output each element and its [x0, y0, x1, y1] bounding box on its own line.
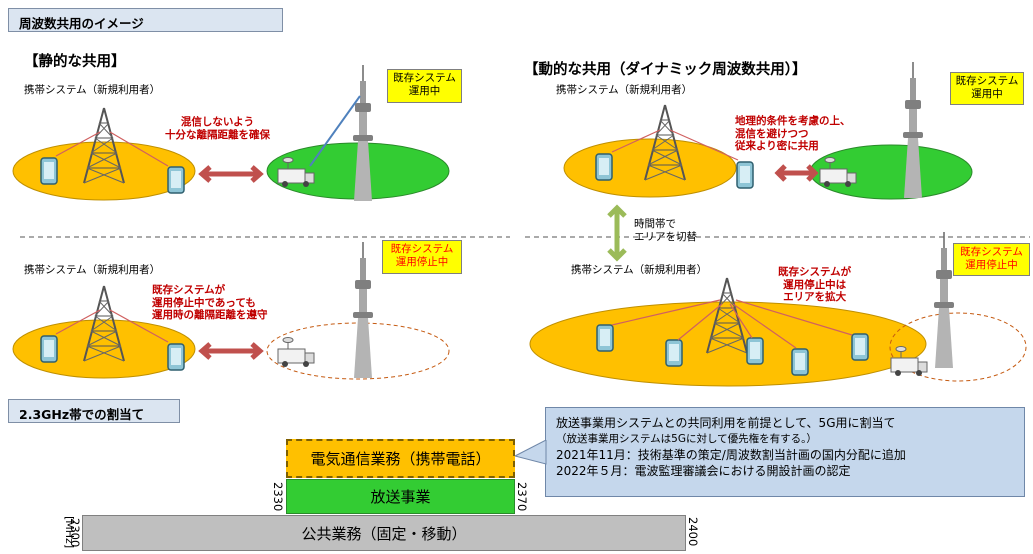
- tv-tower-icon: [933, 231, 955, 369]
- legacy-system-status-box: 既存システム 運用中: [950, 72, 1024, 105]
- status-line: 既存システム: [390, 243, 454, 255]
- mobile-system-label: 携帯システム（新規利用者）: [571, 264, 708, 276]
- band-public: 公共業務（固定・移動）: [82, 515, 686, 551]
- tv-tower-icon: [352, 64, 374, 202]
- phone-icon: [167, 343, 185, 371]
- phone-icon: [851, 333, 869, 361]
- dynamic-bottom-note: 既存システムが 運用停止中は エリアを拡大: [778, 266, 851, 304]
- status-line: 運用中: [971, 88, 1003, 100]
- legacy-coverage-area: [889, 312, 1027, 382]
- note-line: 地理的条件を考慮の上、: [735, 115, 851, 127]
- allocation-section-tag: 2.3GHz帯での割当て: [8, 399, 180, 423]
- allocation-callout: 放送事業用システムとの共同利用を前提として、5G用に割当て （放送事業用システム…: [545, 407, 1025, 497]
- phone-icon: [791, 348, 809, 376]
- mobile-system-label: 携帯システム（新規利用者）: [24, 84, 161, 96]
- status-line: 既存システム: [393, 72, 456, 84]
- band-public-label: 公共業務（固定・移動）: [301, 524, 467, 543]
- mobile-coverage-area: [12, 319, 196, 379]
- radio-link-arrow: [55, 131, 101, 157]
- note-line: エリアを切替: [634, 231, 697, 243]
- time-switch-arrow: [607, 204, 627, 262]
- callout-line: 2022年５月：電波監理審議会における開設計画の認定: [556, 464, 851, 478]
- note-line: 十分な離隔距離を確保: [165, 128, 270, 141]
- separation-arrow: [198, 342, 264, 360]
- note-line: 既存システムが: [152, 284, 226, 296]
- note-line: 時間帯で: [634, 218, 676, 230]
- separation-arrow: [774, 164, 819, 182]
- phone-icon: [40, 335, 58, 363]
- callout-line: 放送事業用システムとの共同利用を前提として、5G用に割当て: [556, 416, 896, 430]
- mobile-system-label: 携帯システム（新規利用者）: [24, 264, 161, 276]
- freq-unit: [MHz]: [63, 516, 76, 549]
- note-line: 混信を避けつつ: [735, 127, 809, 140]
- broadcast-truck-icon: [277, 337, 315, 368]
- status-line: 運用中: [408, 85, 441, 97]
- note-line: 運用停止中は: [783, 278, 847, 291]
- radio-link-arrow: [677, 303, 723, 341]
- status-line: 運用停止中: [395, 256, 449, 268]
- legacy-system-status-box: 既存システム 運用停止中: [382, 240, 462, 274]
- band-telecom: 電気通信業務（携帯電話）: [286, 439, 515, 478]
- static-bottom-note: 既存システムが 運用停止中であっても 運用時の離隔距離を遵守: [152, 284, 268, 322]
- phone-icon: [665, 339, 683, 367]
- freq-label-2370: 2370: [515, 482, 529, 512]
- dynamic-top-note: 地理的条件を考慮の上、 混信を避けつつ 従来より密に共用: [735, 115, 851, 153]
- phone-icon: [595, 153, 613, 181]
- phone-icon: [40, 157, 58, 185]
- legacy-system-status-box: 既存システム 運用中: [387, 69, 462, 103]
- radio-link-arrow: [732, 303, 797, 349]
- radio-link-arrow: [729, 303, 753, 339]
- band-broadcast: 放送事業: [286, 479, 515, 514]
- note-line: エリアを拡大: [783, 291, 847, 303]
- radio-link-arrow: [109, 309, 169, 343]
- note-line: 混信しないよう: [180, 116, 255, 128]
- status-line: 運用停止中: [965, 259, 1018, 271]
- separation-arrow: [198, 165, 264, 183]
- note-line: 運用停止中であっても: [152, 296, 256, 309]
- band-broadcast-label: 放送事業: [370, 488, 431, 506]
- callout-pointer: [515, 440, 547, 465]
- freq-label-2400: 2400: [686, 517, 700, 547]
- callout-line: （放送事業用システムは5Gに対して優先権を有する。）: [556, 433, 817, 445]
- legacy-system-status-box: 既存システム 運用停止中: [953, 243, 1030, 276]
- note-line: 従来より密に共用: [735, 140, 819, 152]
- radio-link-arrow: [669, 129, 739, 161]
- legacy-coverage-area: [266, 322, 450, 380]
- static-sharing-heading: 【静的な共用】: [24, 54, 126, 70]
- tv-tower-icon: [352, 241, 374, 379]
- allocation-tag-text: 2.3GHz帯での割当て: [19, 407, 145, 422]
- time-switch-note: 時間帯で エリアを切替: [634, 218, 697, 244]
- status-line: 既存システム: [955, 75, 1019, 87]
- radio-link-arrow: [611, 299, 721, 326]
- dynamic-sharing-heading: 【動的な共用（ダイナミック周波数共用）】: [524, 62, 807, 78]
- radio-link-arrow: [55, 309, 101, 335]
- phone-icon: [596, 324, 614, 352]
- phone-icon: [167, 166, 185, 194]
- mobile-system-label: 携帯システム（新規利用者）: [556, 84, 693, 96]
- radio-link-arrow: [735, 299, 853, 336]
- callout-line: 2021年11月：技術基準の策定/周波数割当計画の国内分配に追加: [556, 448, 906, 462]
- radio-link-arrow: [109, 131, 169, 167]
- phone-icon: [746, 337, 764, 365]
- note-line: 既存システムが: [778, 266, 852, 278]
- tv-tower-icon: [902, 61, 924, 199]
- radio-link-arrow: [611, 129, 661, 153]
- legacy-link-line: [309, 95, 361, 167]
- status-line: 既存システム: [960, 246, 1023, 258]
- page-title-text: 周波数共用のイメージ: [19, 16, 144, 31]
- static-top-note: 混信しないよう 十分な離隔距離を確保: [165, 116, 270, 141]
- mobile-coverage-area: [12, 141, 196, 201]
- page-title: 周波数共用のイメージ: [8, 8, 283, 32]
- note-line: 運用時の離隔距離を遵守: [152, 309, 268, 321]
- freq-label-2330: 2330: [271, 482, 285, 512]
- phone-icon: [736, 161, 754, 189]
- band-telecom-label: 電気通信業務（携帯電話）: [310, 450, 491, 468]
